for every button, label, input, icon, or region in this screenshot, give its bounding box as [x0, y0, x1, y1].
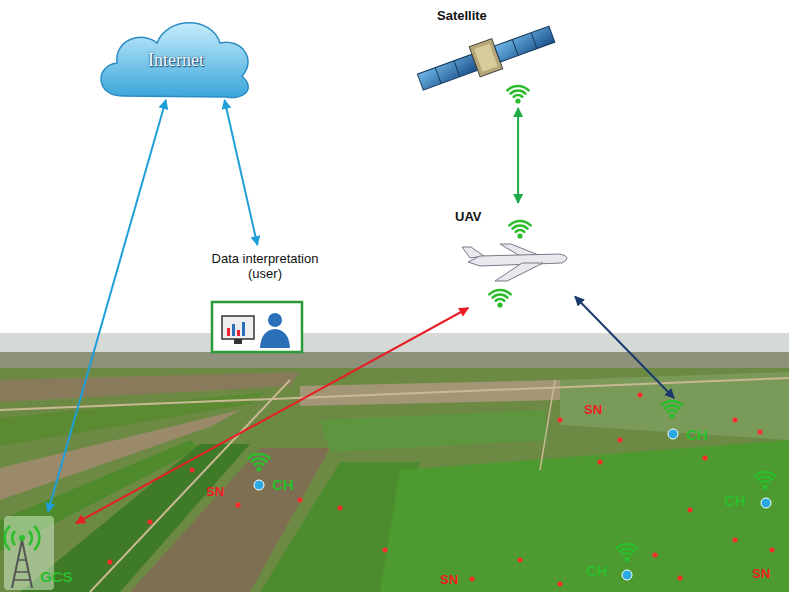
node-text: CH	[686, 426, 708, 443]
sensor-dots	[108, 393, 775, 587]
user-node: Data interpretation (user)	[175, 245, 355, 357]
cluster-head: CH	[580, 540, 650, 588]
satellite-icon	[415, 19, 558, 97]
node-text: GCS	[40, 568, 73, 585]
ground-station: GCS	[2, 512, 76, 590]
link-arrow	[48, 100, 166, 512]
link-arrow	[517, 108, 519, 203]
sensor-node-label: SN	[584, 402, 602, 417]
user-terminal-icon	[212, 302, 302, 352]
node-text: CH	[272, 476, 294, 493]
cluster-head: CH	[652, 398, 724, 446]
link-arrow	[76, 308, 468, 523]
internet-cloud: Internet	[95, 12, 257, 100]
node-text: Satellite	[437, 8, 487, 23]
node-text: Internet	[95, 50, 257, 71]
node-text: CH	[724, 492, 746, 509]
uav-icon	[462, 244, 567, 281]
node-text: CH	[586, 562, 608, 579]
sensor-node-label: SN	[440, 572, 458, 587]
uav-node: UAV	[445, 203, 575, 308]
satellite-node: Satellite	[410, 4, 555, 108]
link-arrow	[225, 100, 258, 245]
node-text: UAV	[455, 209, 481, 224]
cluster-head: CH	[238, 452, 310, 498]
node-text: Data interpretation (user)	[195, 251, 335, 281]
farmland-photo	[0, 333, 789, 592]
link-arrow	[575, 297, 674, 399]
sensor-node-label: SN	[206, 484, 224, 499]
sensor-node-label: SN	[752, 566, 770, 581]
cluster-head: CH	[720, 470, 786, 518]
